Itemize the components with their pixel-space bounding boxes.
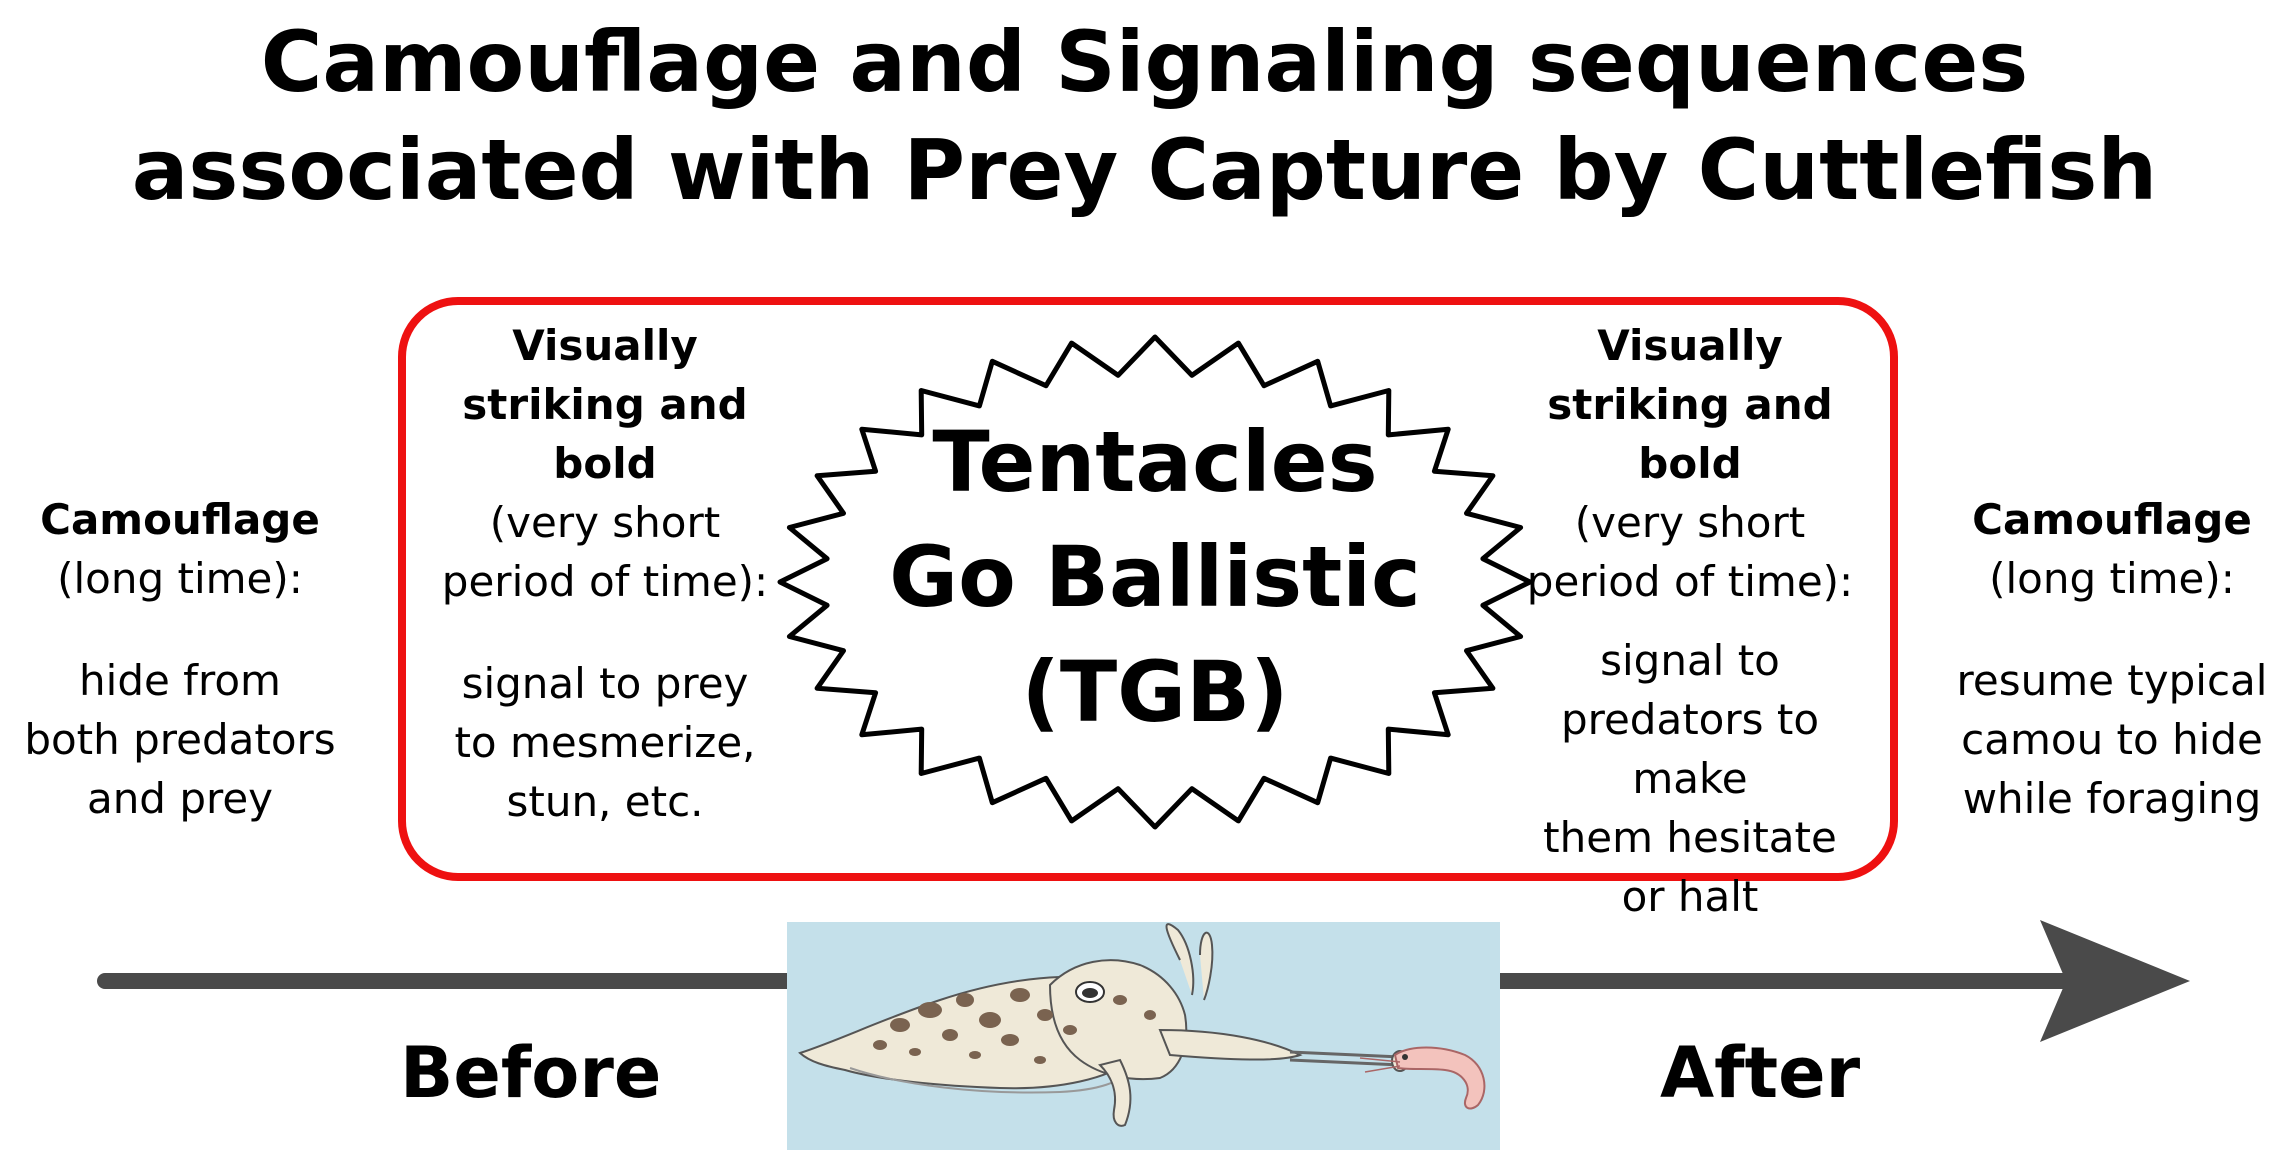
left-camouflage-desc-3: and prey [86,774,274,823]
left-camouflage-desc-2: both predators [24,715,336,764]
right-signal-desc-4: or halt [1621,872,1759,921]
burst-line-2: Go Ballistic [889,528,1421,626]
right-camouflage-duration: (long time): [1989,554,2235,603]
right-signal-desc-2: predators to make [1560,695,1820,803]
left-signal-heading-2: striking and [462,380,748,429]
left-signal-duration-1: (very short [489,498,721,547]
right-signal-block: Visually striking and bold (very short p… [1500,316,1880,926]
right-signal-heading-3: bold [1638,439,1742,488]
timeline-arrow-head [2040,920,2190,1042]
right-signal-duration-1: (very short [1574,498,1806,547]
left-signal-desc-1: signal to prey [461,659,749,708]
right-camouflage-desc-2: camou to hide [1961,715,2263,764]
right-camouflage-desc-1: resume typical [1956,656,2268,705]
after-label: After [1660,1032,1861,1114]
title-line-2: associated with Prey Capture by Cuttlefi… [131,121,2158,219]
burst-line-1: Tentacles [932,413,1378,511]
left-signal-block: Visually striking and bold (very short p… [420,316,790,831]
left-camouflage-block: Camouflage (long time): hide from both p… [0,490,360,828]
right-camouflage-heading: Camouflage [1972,495,2252,544]
burst-shape [777,334,1533,830]
burst-line-3: (TGB) [1021,643,1289,741]
title-line-1: Camouflage and Signaling sequences [260,13,2029,111]
diagram-title: Camouflage and Signaling sequences assoc… [0,8,2289,224]
left-signal-heading-3: bold [553,439,657,488]
left-signal-desc-3: stun, etc. [506,777,704,826]
left-camouflage-desc-1: hide from [79,656,281,705]
left-camouflage-heading: Camouflage [40,495,320,544]
cuttlefish-illustration [798,923,1409,1127]
left-signal-heading-1: Visually [512,321,698,370]
left-camouflage-duration: (long time): [57,554,303,603]
left-signal-duration-2: period of time): [441,557,769,606]
right-camouflage-desc-3: while foraging [1962,774,2262,823]
shrimp-illustration [1359,1046,1486,1110]
right-camouflage-block: Camouflage (long time): resume typical c… [1935,490,2289,828]
signaling-frame [398,297,1898,881]
right-signal-desc-1: signal to [1600,636,1780,685]
left-signal-desc-2: to mesmerize, [454,718,756,767]
burst-label: Tentacles Go Ballistic (TGB) [800,405,1510,750]
before-label: Before [400,1032,662,1114]
right-signal-duration-2: period of time): [1526,557,1854,606]
right-signal-heading-2: striking and [1547,380,1833,429]
right-signal-heading-1: Visually [1597,321,1783,370]
right-signal-desc-3: them hesitate [1543,813,1837,862]
